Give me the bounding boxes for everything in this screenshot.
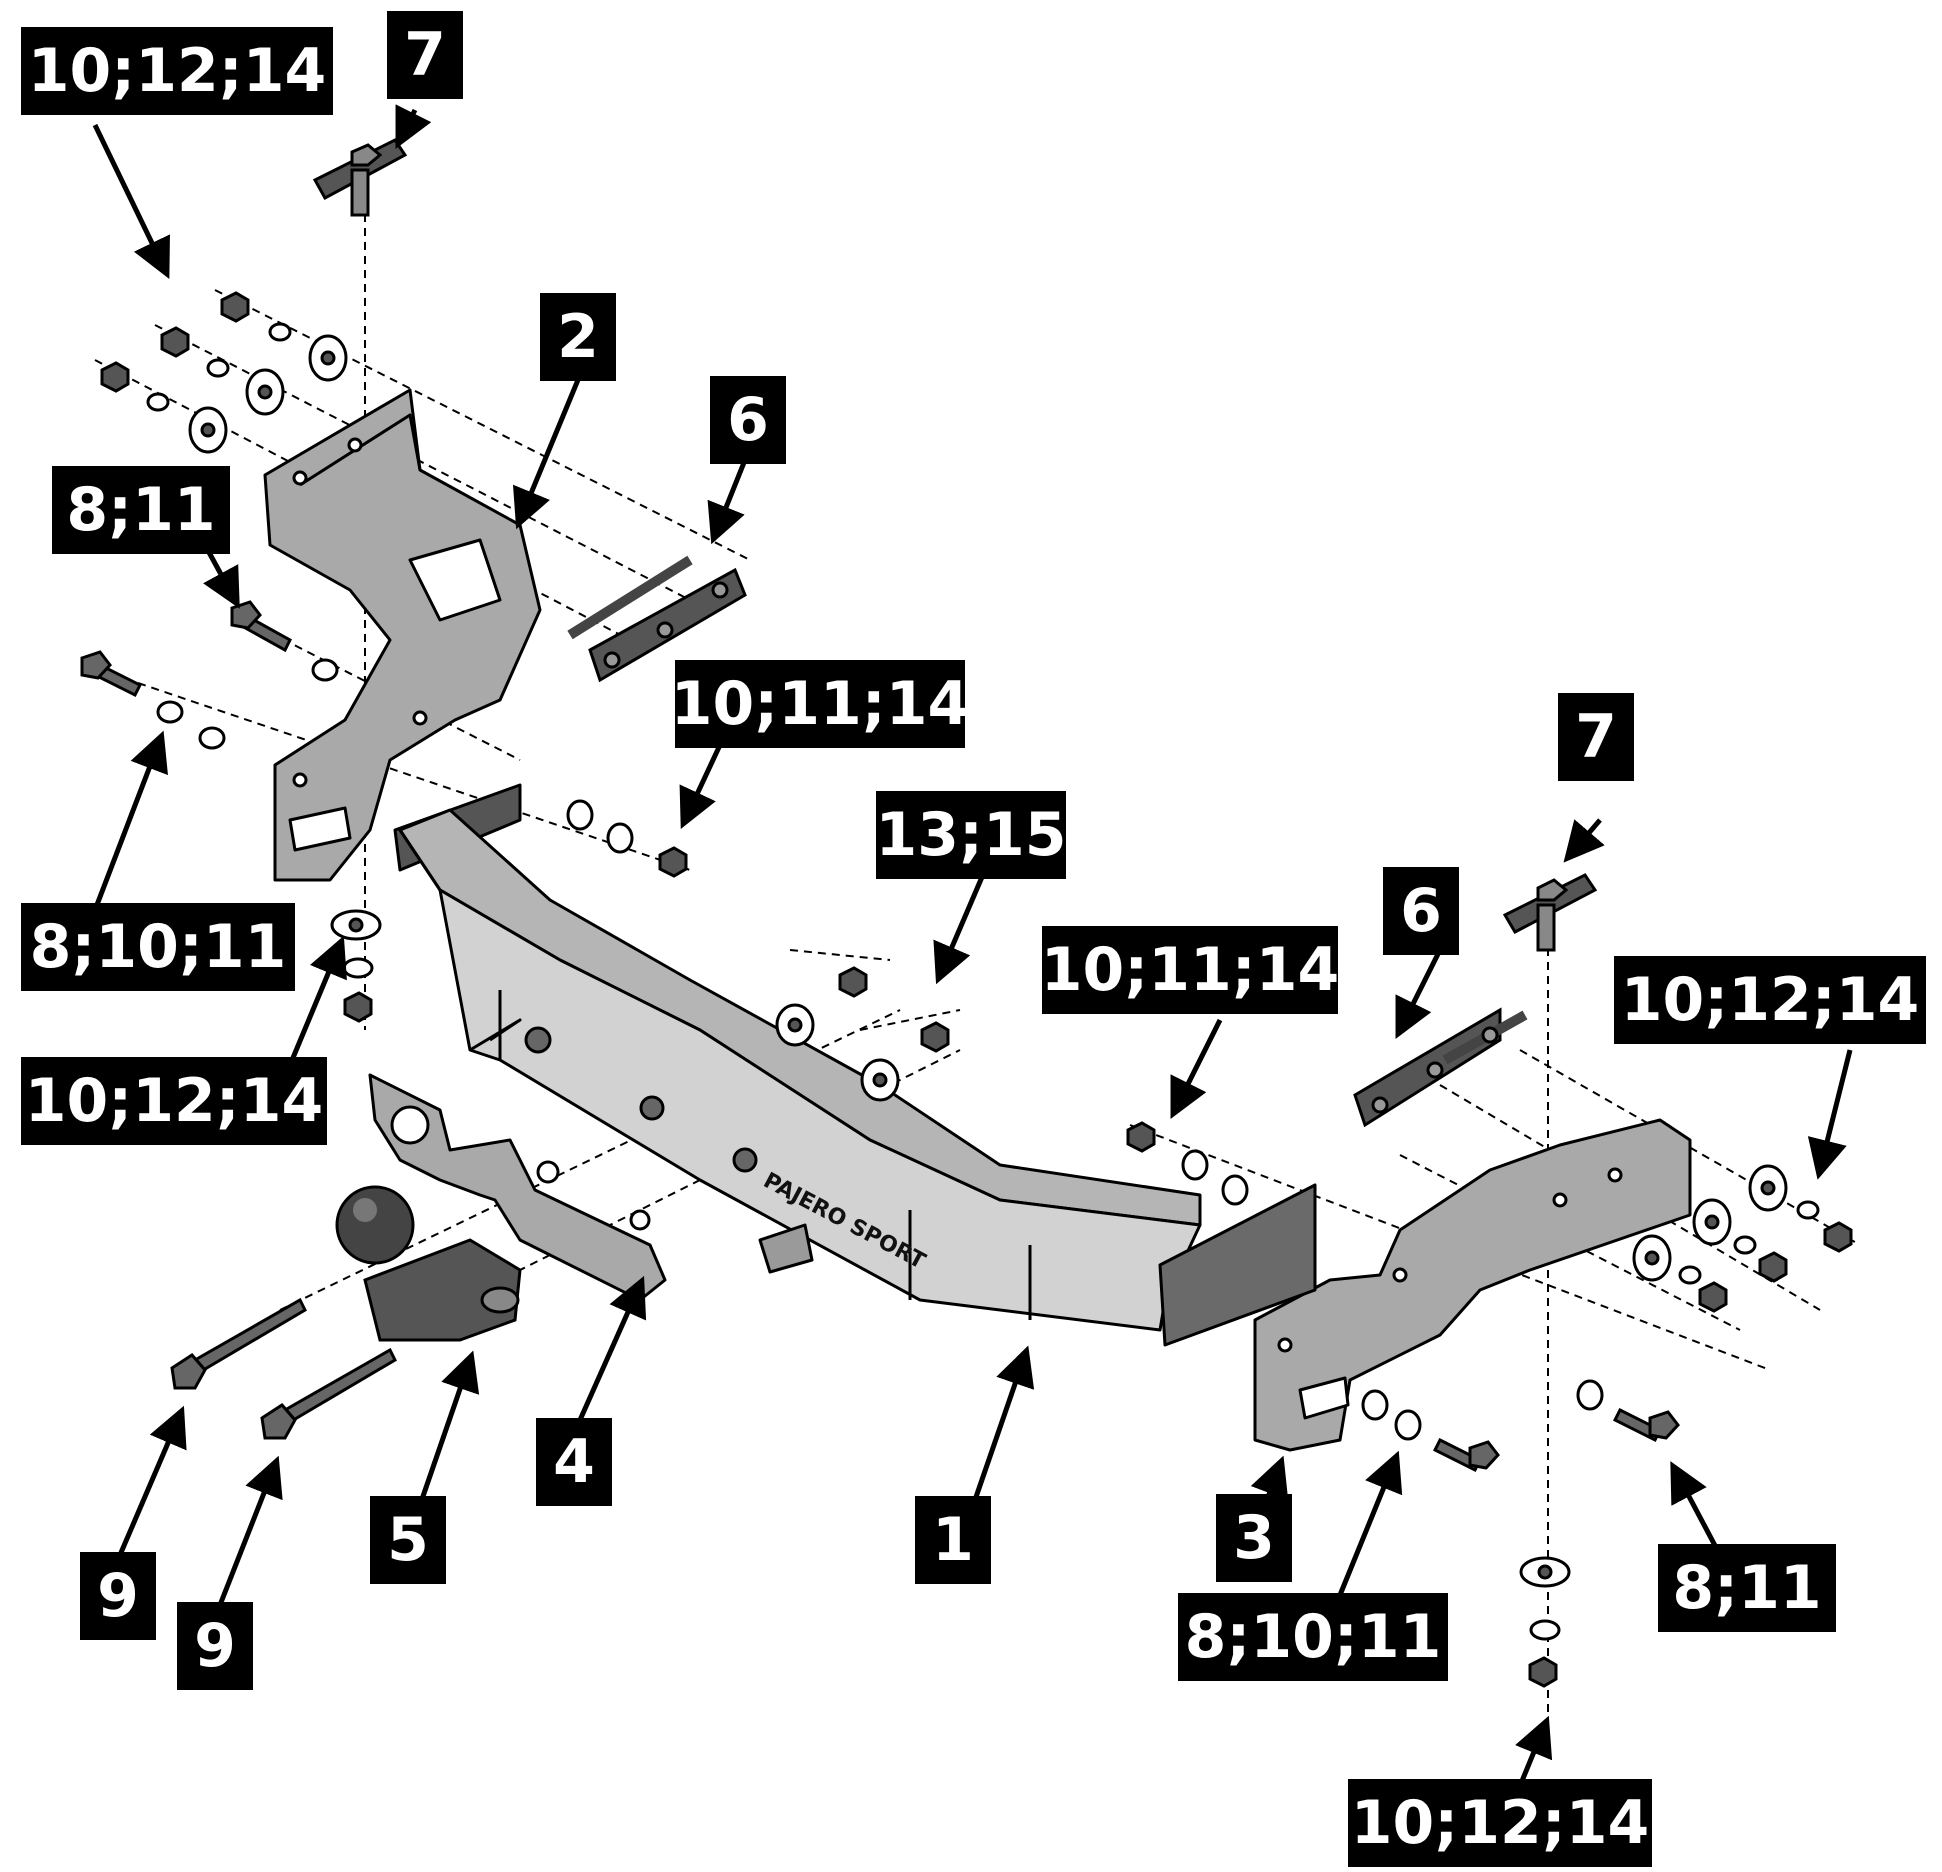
callout-label: 5 bbox=[370, 1496, 446, 1584]
callout-label: 8;11 bbox=[52, 466, 230, 554]
connecting-plate-left bbox=[567, 555, 747, 683]
callout-label: 1 bbox=[915, 1496, 991, 1584]
callout-label: 10;12;14 bbox=[1614, 956, 1926, 1044]
callout-label: 13;15 bbox=[876, 791, 1067, 879]
callout-label: 7 bbox=[1558, 693, 1634, 781]
main-crossbar bbox=[393, 783, 1317, 1347]
t-bolt-left bbox=[312, 138, 408, 217]
callout-label: 8;10;11 bbox=[21, 903, 295, 991]
callout-label: 4 bbox=[536, 1418, 612, 1506]
left-side-bracket bbox=[263, 388, 542, 882]
callout-label: 10;11;14 bbox=[671, 660, 969, 748]
fastener-group bbox=[100, 291, 1853, 1688]
t-bolt-right bbox=[1502, 873, 1598, 952]
long-bolt-2 bbox=[260, 1347, 397, 1440]
right-side-bracket bbox=[1253, 1118, 1692, 1452]
tow-ball-assembly bbox=[335, 1185, 522, 1342]
callout-label: 10;11;14 bbox=[1041, 926, 1339, 1014]
callout-label: 10;12;14 bbox=[1348, 1779, 1652, 1867]
callout-label: 9 bbox=[80, 1552, 156, 1640]
callout-label: 9 bbox=[177, 1602, 253, 1690]
leader-arrows bbox=[92, 104, 1853, 1799]
callout-label: 6 bbox=[1383, 867, 1459, 955]
callout-label: 10;12;14 bbox=[21, 27, 333, 115]
short-bolt-group bbox=[80, 600, 1680, 1473]
callout-label: 2 bbox=[540, 293, 616, 381]
connecting-plate-right bbox=[1353, 1007, 1528, 1128]
callout-label: 7 bbox=[387, 11, 463, 99]
callout-label: 8;10;11 bbox=[1178, 1593, 1448, 1681]
callout-label: 3 bbox=[1216, 1494, 1292, 1582]
callout-label: 10;12;14 bbox=[21, 1057, 327, 1145]
callout-label: 8;11 bbox=[1658, 1544, 1836, 1632]
callout-label: 6 bbox=[710, 376, 786, 464]
long-bolt-1 bbox=[170, 1297, 307, 1390]
